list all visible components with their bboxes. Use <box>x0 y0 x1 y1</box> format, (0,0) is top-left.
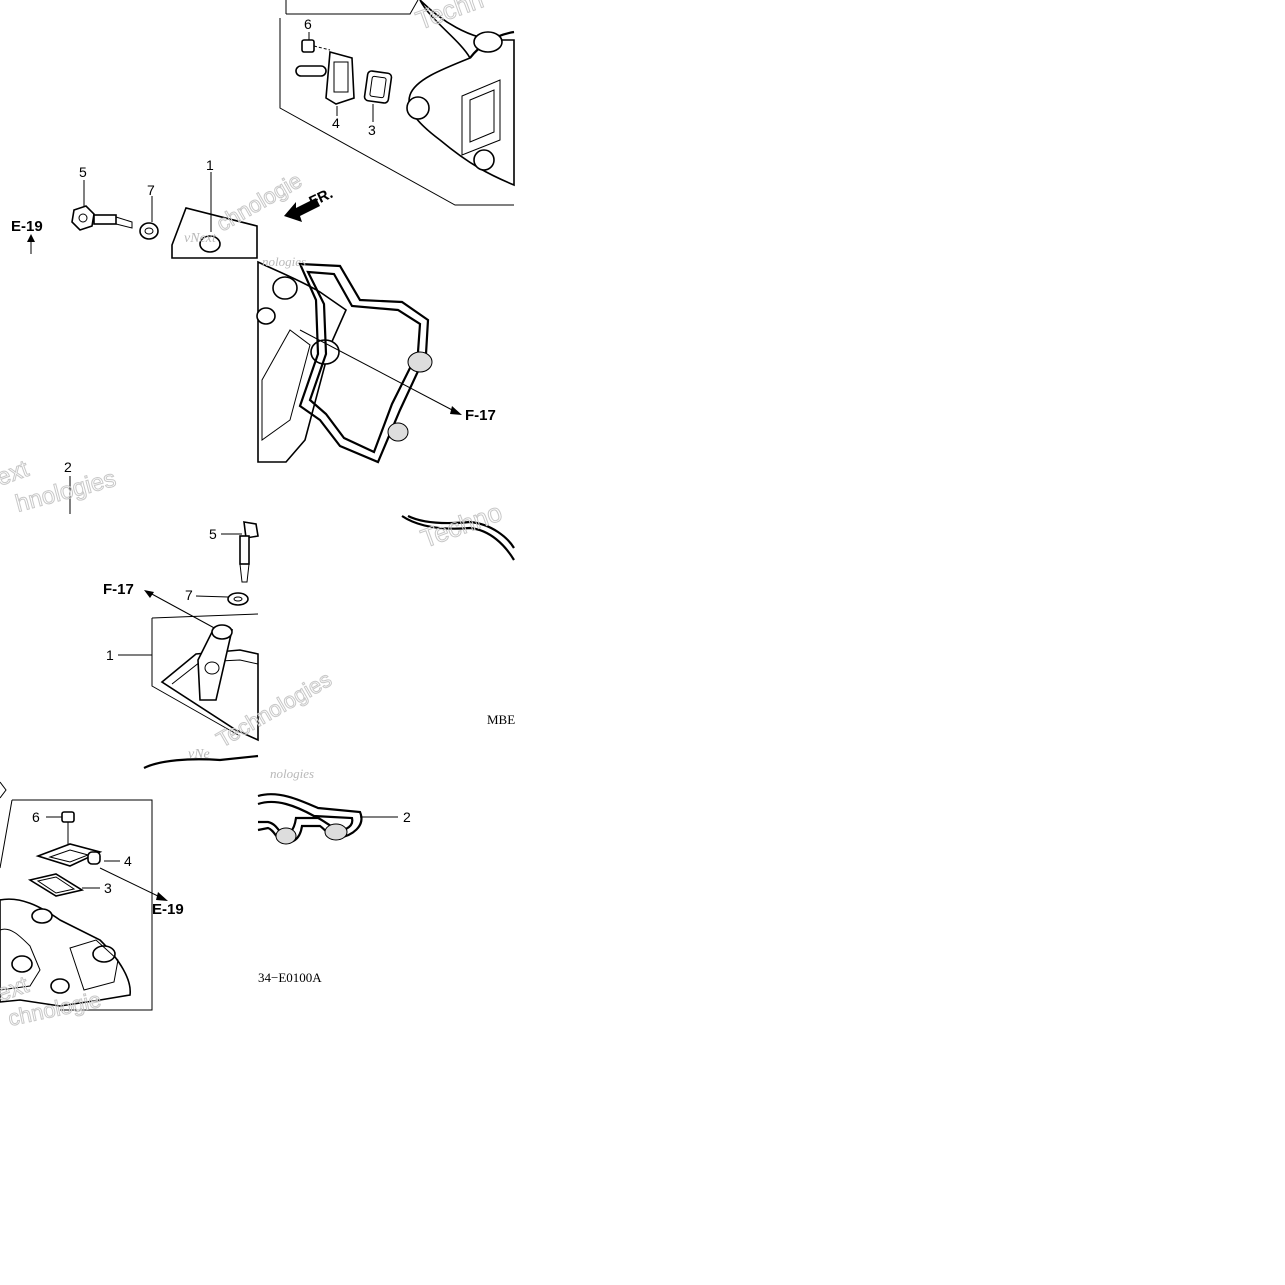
watermark-text: Techno <box>417 497 506 554</box>
callout-6: 6 <box>304 16 312 32</box>
part-6-bolt <box>61 811 75 823</box>
tile-d-bolt-cover: 5 7 F-17 1 vNe <box>103 521 259 769</box>
tile-e2-gasket: 2 nologies 34−E0100A <box>257 766 411 985</box>
callout-5: 5 <box>79 164 87 180</box>
part-7-washer <box>139 222 159 240</box>
gasket-fragment-right: Techno MBE <box>401 496 515 727</box>
part-5-bolt <box>239 521 259 583</box>
callout-6: 6 <box>32 809 40 825</box>
callout-3: 3 <box>104 880 112 896</box>
callout-3: 3 <box>368 122 376 138</box>
callout-7: 7 <box>147 182 155 198</box>
tile-e-gasket-callout: 2 ext hnologies <box>0 455 119 519</box>
watermark-text: nologies <box>270 766 314 781</box>
direction-label: FR. <box>307 185 336 211</box>
diagram-code-partial: 34−E0100A <box>258 970 322 985</box>
reference-e19: E-19 <box>152 901 184 918</box>
part-1-cover-fragment <box>171 207 258 259</box>
watermark-text: vNext <box>184 231 217 246</box>
reference-e19: E-19 <box>11 218 43 235</box>
callout-2: 2 <box>403 809 411 825</box>
callout-2: 2 <box>64 459 72 475</box>
callout-1: 1 <box>206 157 214 173</box>
part-7-washer <box>227 592 249 606</box>
watermark-text: chnologie <box>212 168 306 237</box>
front-arrow-icon <box>284 198 320 222</box>
part-4-breather-plate <box>35 843 103 867</box>
part-5-bolt <box>71 205 133 231</box>
part-6-bolt <box>301 39 315 53</box>
callout-5: 5 <box>209 526 217 542</box>
callout-4: 4 <box>124 853 132 869</box>
callout-1: 1 <box>106 647 114 663</box>
tile-b-bolt-assembly: E-19 5 7 1 vNext <box>11 157 258 259</box>
reference-f17: F-17 <box>103 581 134 598</box>
callout-7: 7 <box>185 587 193 603</box>
watermark-text: ext <box>0 455 32 491</box>
tile-f-breather-cover: 3 4 6 E-19 ext chnologie <box>0 781 184 1031</box>
watermark-text: vNe <box>188 747 210 762</box>
watermark-text: nologies <box>262 254 306 269</box>
diagram-code-partial: MBE <box>487 712 515 727</box>
callout-4: 4 <box>332 115 340 131</box>
part-4-breather-plate <box>325 50 355 105</box>
tile-c-gasket: F-17 nologies <box>256 254 496 464</box>
part-3-gasket <box>363 70 393 104</box>
reference-f17: F-17 <box>465 407 496 424</box>
tile-a-breather-cover: 6 4 3 Techn <box>279 0 515 206</box>
